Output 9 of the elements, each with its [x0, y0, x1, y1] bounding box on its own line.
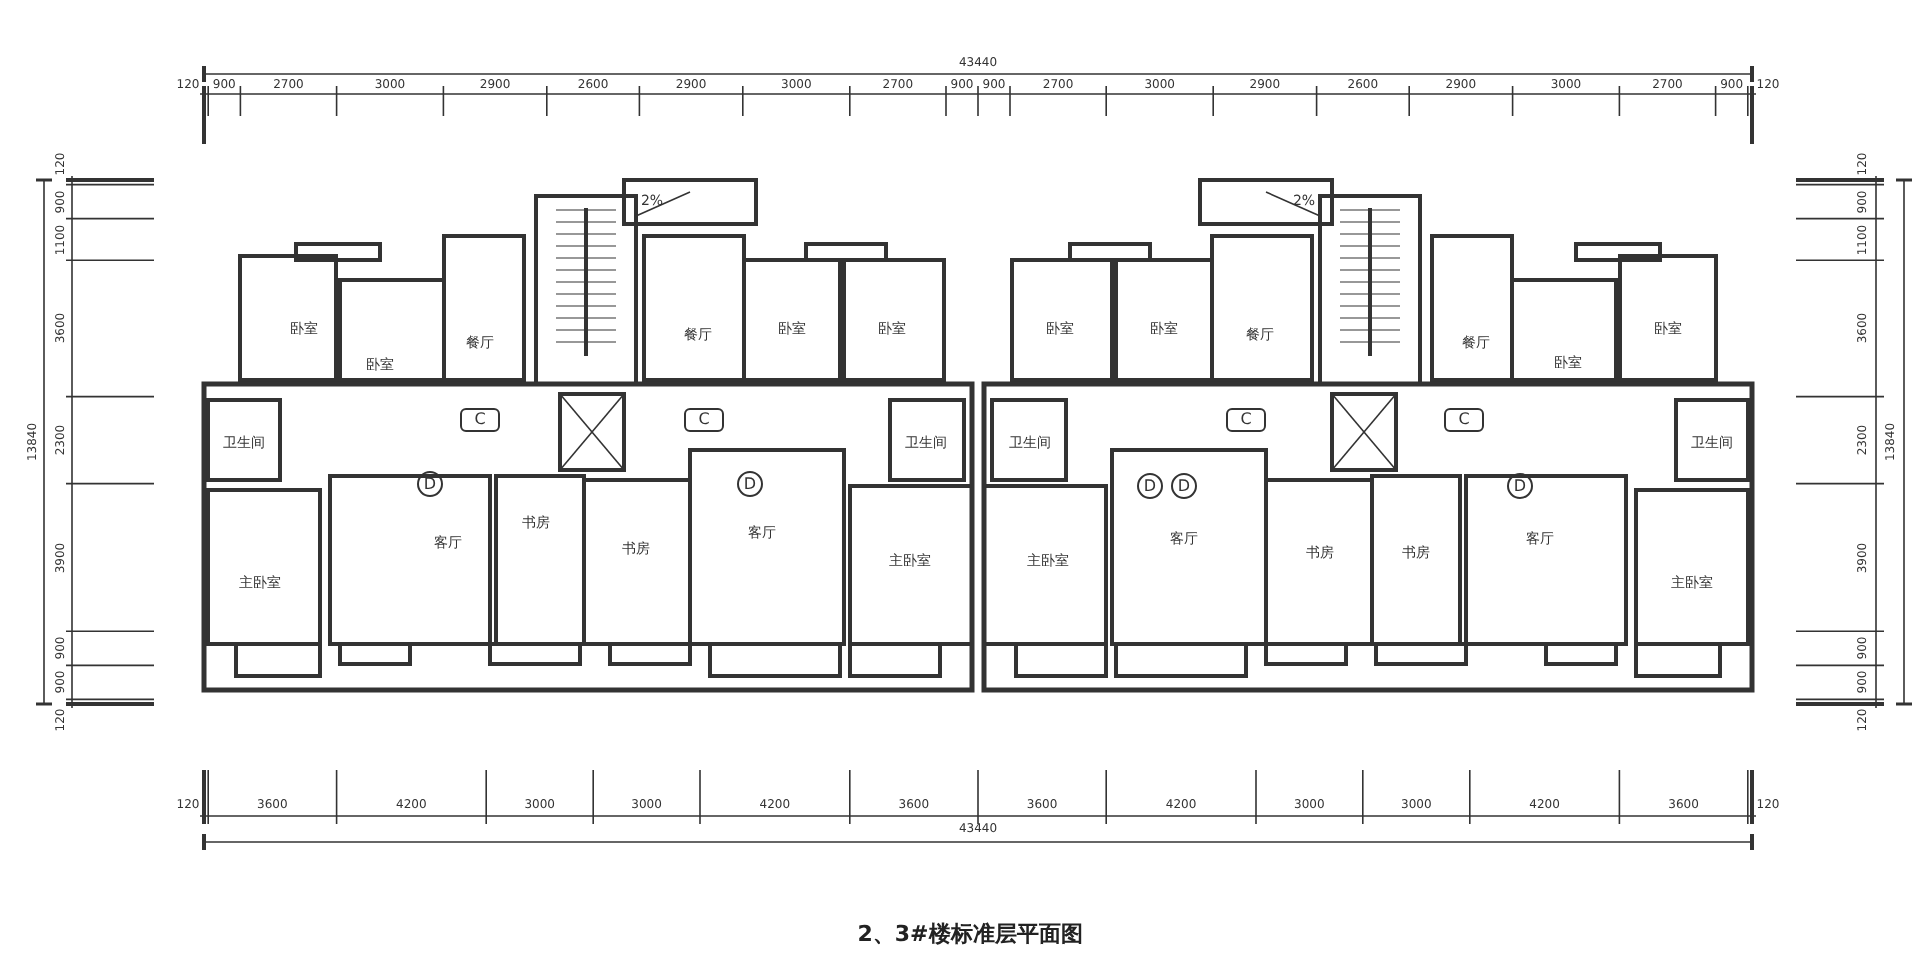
marker-tag: C	[1444, 408, 1484, 432]
marker-tag: C	[1226, 408, 1266, 432]
plan-title: 2、3#楼标准层平面图	[857, 923, 1083, 945]
marker-circle: D	[1137, 473, 1163, 499]
marker-tag: C	[684, 408, 724, 432]
marker-circle: D	[737, 471, 763, 497]
marker-tag: C	[460, 408, 500, 432]
marker-circle: D	[1507, 473, 1533, 499]
marker-circle: D	[1171, 473, 1197, 499]
